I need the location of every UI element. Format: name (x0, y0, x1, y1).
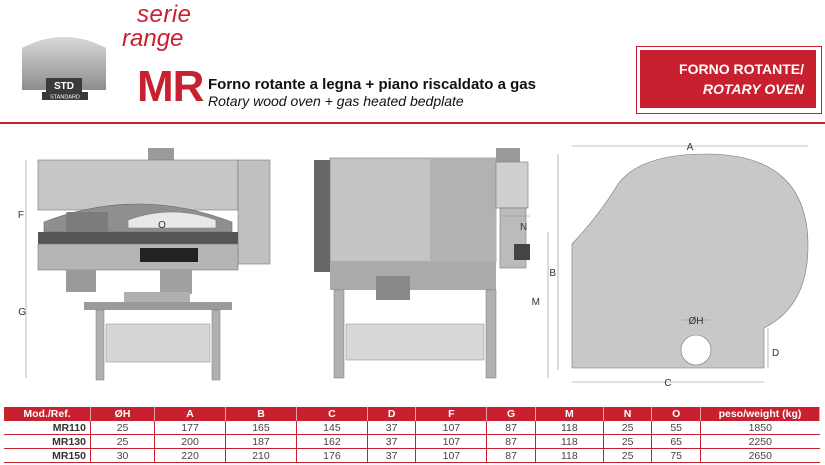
std-label: STD (54, 81, 74, 92)
dim-d-label: D (772, 348, 779, 359)
cell-c: 145 (296, 421, 368, 435)
col-header-c: C (296, 407, 368, 421)
table-row: MR110 25 177 165 145 37 107 87 118 25 55… (4, 421, 820, 435)
col-header-d: D (367, 407, 417, 421)
cell-f: 107 (415, 421, 488, 435)
table-row: MR150 30 220 210 176 37 107 87 118 25 75… (4, 448, 820, 463)
col-header-oh: ØH (90, 407, 156, 421)
cell-weight: 2250 (700, 434, 820, 449)
cell-model: MR110 (4, 421, 91, 435)
col-header-model: Mod./Ref. (4, 407, 91, 421)
cell-a: 200 (154, 434, 227, 449)
cell-n: 25 (603, 421, 653, 435)
dim-f-label: F (18, 210, 24, 221)
front-view-drawing: F G O (18, 148, 271, 381)
cell-g: 87 (486, 434, 536, 449)
dim-a-label: A (687, 142, 694, 153)
cell-o: 75 (651, 448, 701, 463)
cell-a: 220 (154, 448, 227, 463)
cell-d: 37 (367, 434, 417, 449)
cell-d: 37 (367, 421, 417, 435)
cell-n: 25 (603, 434, 653, 449)
spec-header-row: Mod./Ref. ØH A B C D F G M N O peso/weig… (4, 407, 820, 421)
cell-weight: 1850 (700, 421, 820, 435)
cell-m: 118 (535, 448, 604, 463)
technical-drawings: F G O N M A ØH B C D (18, 142, 809, 389)
cell-o: 65 (651, 434, 701, 449)
cell-model: MR130 (4, 434, 91, 449)
cell-c: 162 (296, 434, 368, 449)
title-english: Rotary wood oven + gas heated bedplate (208, 93, 464, 109)
badge-italian: FORNO ROTANTE/ (679, 61, 804, 77)
rotary-oven-badge: FORNO ROTANTE/ ROTARY OVEN (640, 50, 816, 108)
cell-d: 37 (367, 448, 417, 463)
col-header-weight: peso/weight (kg) (700, 407, 820, 421)
cell-weight: 2650 (700, 448, 820, 463)
cell-f: 107 (415, 448, 488, 463)
cell-b: 210 (225, 448, 297, 463)
col-header-g: G (486, 407, 536, 421)
col-header-n: N (603, 407, 653, 421)
serie-label: serie (137, 1, 192, 28)
dim-g-label: G (18, 307, 26, 318)
table-row: MR130 25 200 187 162 37 107 87 118 25 65… (4, 434, 820, 449)
cell-model: MR150 (4, 448, 91, 463)
cell-oh: 25 (90, 434, 156, 449)
dim-b-label: B (549, 268, 556, 279)
col-header-m: M (535, 407, 604, 421)
std-badge-icon: STD STANDARD (22, 37, 106, 101)
cell-b: 187 (225, 434, 297, 449)
dim-c-label: C (664, 378, 671, 389)
cell-n: 25 (603, 448, 653, 463)
badge-english: ROTARY OVEN (702, 81, 804, 97)
col-header-b: B (225, 407, 297, 421)
cell-f: 107 (415, 434, 488, 449)
std-sub-label: STANDARD (50, 95, 80, 101)
model-name: MR (137, 62, 204, 111)
cell-c: 176 (296, 448, 368, 463)
spec-table: Mod./Ref. ØH A B C D F G M N O peso/weig… (4, 407, 820, 463)
std-standard-badge: STD STANDARD (16, 30, 112, 110)
range-label: range (122, 25, 184, 52)
dim-o-label: O (158, 220, 166, 231)
cell-m: 118 (535, 421, 604, 435)
dim-oh-label: ØH (689, 316, 704, 327)
cell-b: 165 (225, 421, 297, 435)
col-header-a: A (154, 407, 227, 421)
cell-g: 87 (486, 421, 536, 435)
dim-n-label: N (520, 222, 527, 233)
cell-oh: 30 (90, 448, 156, 463)
cell-g: 87 (486, 448, 536, 463)
cell-a: 177 (154, 421, 227, 435)
col-header-f: F (415, 407, 488, 421)
dim-m-label: M (532, 297, 540, 308)
title-italian: Forno rotante a legna + piano riscaldato… (208, 76, 536, 93)
header-divider (0, 122, 825, 124)
cell-oh: 25 (90, 421, 156, 435)
side-view-drawing: N M (314, 148, 549, 379)
cell-o: 55 (651, 421, 701, 435)
col-header-o: O (651, 407, 701, 421)
cell-m: 118 (535, 434, 604, 449)
top-view-drawing: A ØH B C D (549, 142, 809, 389)
